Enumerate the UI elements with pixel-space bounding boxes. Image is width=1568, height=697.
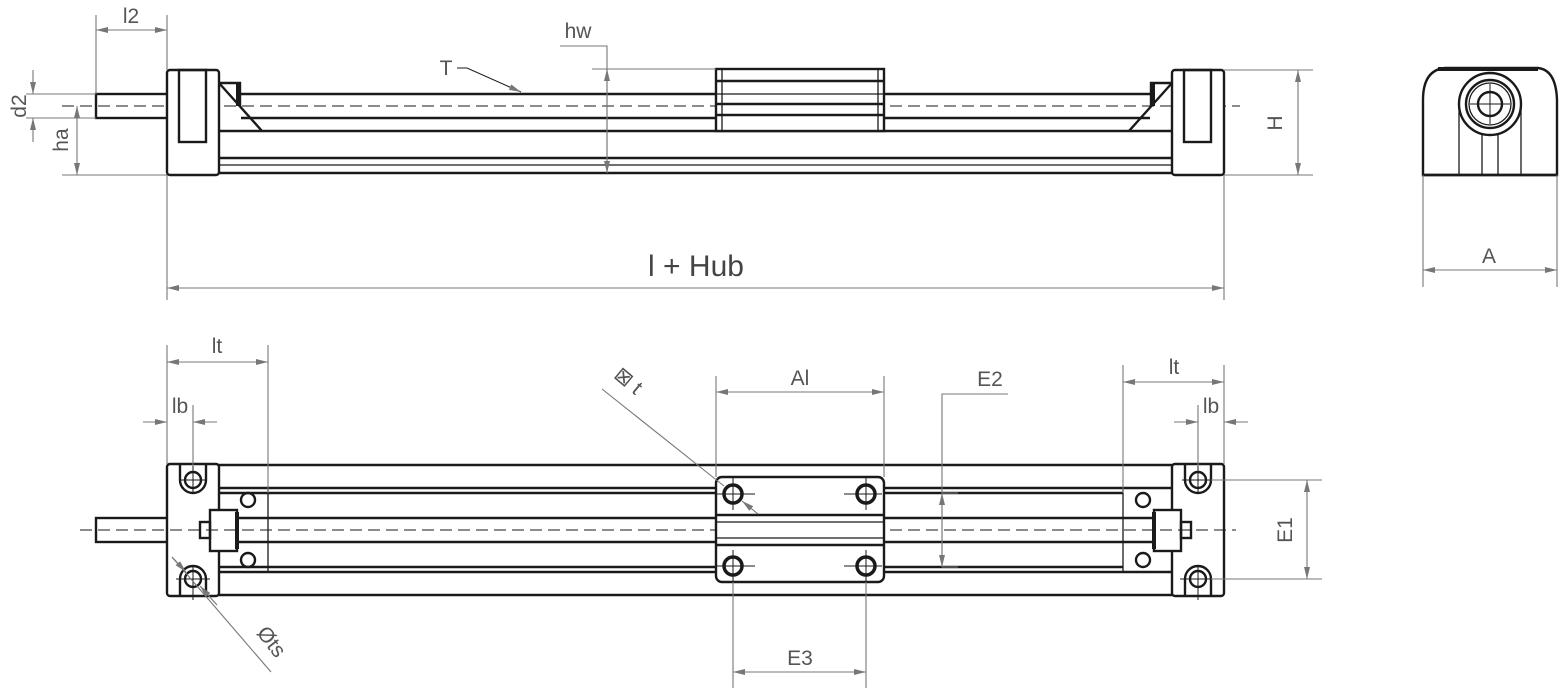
dim-ha: ha (50, 106, 167, 176)
dim-lt-left: lt (166, 335, 269, 493)
label-Al: Al (791, 367, 810, 390)
label-lt-right: lt (1169, 356, 1180, 379)
dim-total-length: l + Hub (166, 175, 1225, 300)
dim-l2: l2 (95, 5, 168, 94)
label-T: T (440, 57, 453, 80)
dim-lb-right: lb (1174, 395, 1248, 466)
carriage (714, 67, 886, 133)
label-ha: ha (50, 128, 73, 152)
label-total-length: l + Hub (648, 250, 744, 283)
top-view: lt lb Øts lt lb (80, 335, 1322, 688)
label-E1: E1 (1274, 517, 1297, 543)
dim-lb-left: lb (143, 395, 217, 466)
dim-Al: Al (715, 367, 885, 477)
dim-hw: hw (560, 20, 716, 173)
label-E3: E3 (787, 647, 813, 670)
dim-E2: E2 (939, 368, 1008, 568)
label-H: H (1264, 115, 1287, 130)
profile-top (219, 463, 1172, 597)
profile-body (219, 92, 1172, 175)
side-view: l2 d2 ha T hw (8, 5, 1313, 300)
left-end-cap (165, 68, 263, 177)
leader-T: T (440, 57, 522, 93)
label-d2: d2 (8, 94, 31, 117)
label-hw: hw (565, 20, 593, 43)
label-lt-left: lt (212, 335, 223, 358)
end-view: A (1421, 66, 1559, 287)
dim-E1: E1 (1211, 479, 1322, 580)
dim-d2: d2 (8, 70, 96, 142)
label-E2: E2 (977, 368, 1003, 391)
carriage-top (714, 475, 886, 584)
label-A: A (1482, 245, 1496, 268)
dim-A: A (1422, 175, 1558, 287)
label-lb-left: lb (172, 395, 188, 418)
right-end-plate-top (1134, 462, 1226, 600)
label-lb-right: lb (1203, 395, 1219, 418)
right-end-cap (1128, 68, 1226, 177)
label-l2: l2 (123, 5, 139, 28)
left-end-plate-top (165, 462, 268, 600)
dim-E3: E3 (732, 582, 867, 688)
dim-lt-right: lt (1122, 356, 1225, 493)
label-t: ⊠ t (610, 363, 647, 400)
dim-H: H (1224, 69, 1313, 176)
